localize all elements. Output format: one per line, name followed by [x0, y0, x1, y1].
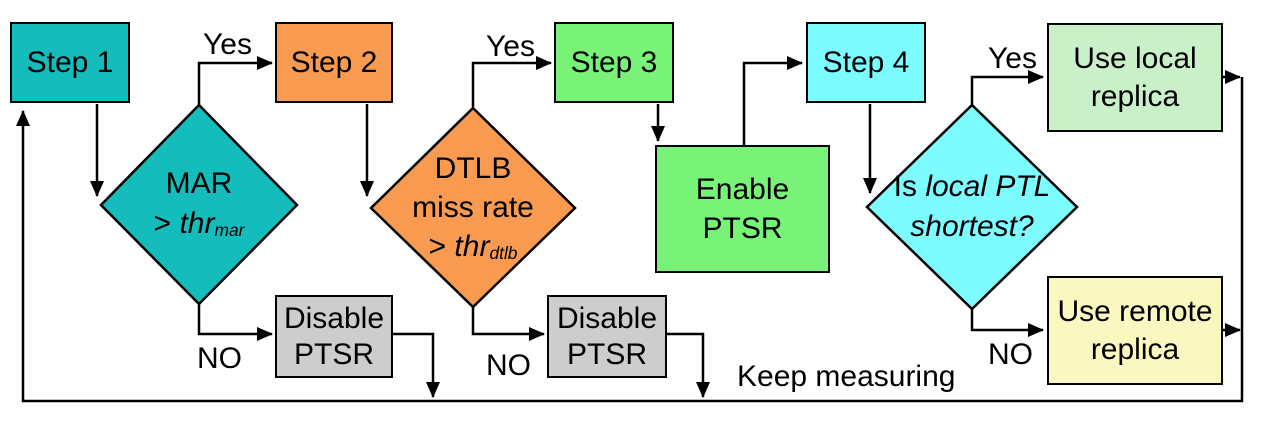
dtlb-decision-label: DTLB miss rate >thrdtlb — [373, 145, 573, 270]
dtlb-decision-diamond — [369, 106, 577, 309]
use-remote-replica-label-line2: replica — [1090, 332, 1180, 366]
step2-label: Step 2 — [290, 46, 378, 79]
mar-decision-line2: >thrmar — [154, 204, 245, 245]
step3-box: Step 3 — [554, 22, 674, 103]
greater-than-symbol: > — [153, 207, 172, 240]
edge-disable1-to-loop — [393, 332, 440, 398]
step2-box: Step 2 — [275, 22, 393, 103]
disable-ptsr-1-label-line2: PTSR — [293, 337, 374, 371]
use-local-replica-label-line1: Use local — [1073, 42, 1197, 75]
mar-threshold-text: thr — [179, 207, 215, 240]
disable-ptsr-1-label-line1: Disable — [283, 301, 385, 335]
no-label-dtlb: NO — [486, 349, 531, 382]
edge-mar-no-to-disable1 — [197, 303, 273, 341]
step3-label: Step 3 — [570, 46, 658, 79]
edge-dtlb-no-to-disable2 — [471, 307, 545, 341]
keep-measuring-label: Keep measuring — [737, 360, 956, 393]
use-local-replica-label-line2: replica — [1090, 79, 1180, 113]
enable-ptsr-box: Enable PTSR — [655, 145, 830, 273]
disable-ptsr-2-label-line2: PTSR — [566, 337, 647, 371]
use-local-replica-box: Use local replica — [1047, 23, 1223, 132]
dtlb-threshold-text: thr — [454, 230, 490, 263]
localptl-decision-diamond — [865, 103, 1079, 311]
edge-feedback-loop — [16, 77, 1244, 403]
edge-dtlb-yes-to-step3 — [471, 56, 552, 107]
step4-label: Step 4 — [822, 46, 910, 79]
mar-decision-label: MAR >thrmar — [99, 158, 299, 250]
mar-decision-line1: MAR — [165, 166, 233, 200]
edge-enable-to-step4 — [742, 56, 803, 145]
mar-decision-diamond — [99, 103, 299, 306]
localptl-italic1: local PTL — [925, 169, 1051, 203]
disable-ptsr-2-label-line1: Disable — [556, 301, 658, 335]
yes-label-localptl: Yes — [988, 42, 1037, 75]
dtlb-threshold-subscript: dtlb — [489, 243, 518, 264]
enable-ptsr-label-line2: PTSR — [702, 212, 783, 245]
yes-label-mar: Yes — [203, 28, 252, 61]
yes-label-dtlb: Yes — [486, 30, 535, 63]
localptl-prefix: Is — [893, 169, 917, 203]
step1-label: Step 1 — [26, 46, 114, 79]
localptl-decision-line2: shortest? — [910, 210, 1034, 243]
disable-ptsr-box-2: Disable PTSR — [547, 295, 667, 378]
enable-ptsr-label-line1: Enable — [695, 173, 790, 206]
use-remote-replica-label-line1: Use remote — [1057, 295, 1213, 328]
edge-disable2-to-loop — [667, 332, 710, 398]
edge-localptl-yes-to-uselocal — [970, 70, 1044, 106]
no-label-mar: NO — [197, 342, 242, 375]
edge-localptl-no-to-useremote — [970, 308, 1044, 337]
use-remote-replica-box: Use remote replica — [1047, 276, 1223, 385]
localptl-decision-label: Is local PTL shortest? — [862, 162, 1082, 252]
mar-threshold-subscript: mar — [214, 220, 245, 241]
dtlb-decision-line1: DTLB — [434, 152, 512, 185]
dtlb-decision-line3: >thrdtlb — [429, 227, 518, 266]
step1-box: Step 1 — [10, 22, 130, 103]
disable-ptsr-box-1: Disable PTSR — [275, 295, 393, 378]
localptl-decision-line1: Is local PTL — [894, 167, 1051, 208]
greater-than-symbol: > — [428, 230, 447, 263]
step4-box: Step 4 — [806, 22, 926, 103]
no-label-localptl: NO — [988, 338, 1033, 371]
dtlb-decision-line2: miss rate — [412, 191, 534, 224]
edge-mar-yes-to-step2 — [197, 56, 273, 106]
